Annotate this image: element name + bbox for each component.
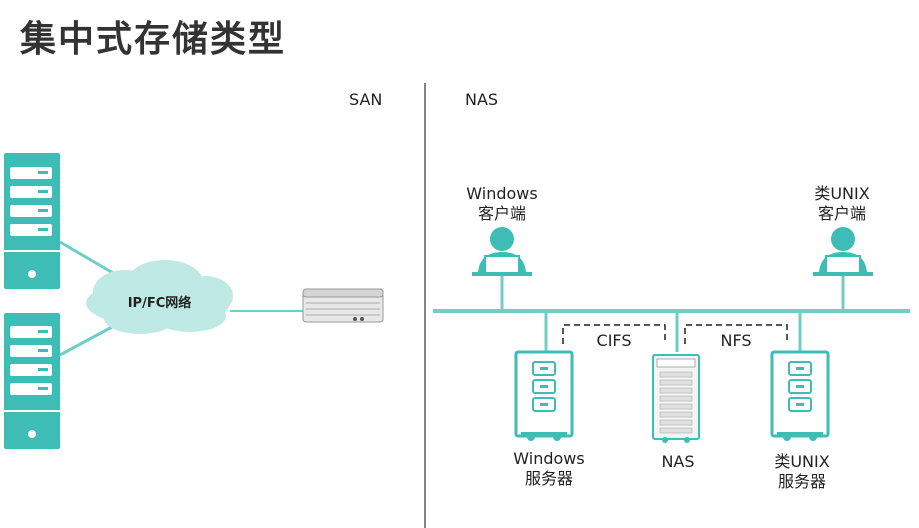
windows-client-user-icon bbox=[472, 227, 532, 276]
unix-server-label-line1: 类UNIX bbox=[774, 452, 830, 471]
nfs-label: NFS bbox=[720, 331, 752, 350]
nas-label: NAS bbox=[465, 90, 499, 109]
unix-client-label-line2: 客户端 bbox=[817, 204, 866, 223]
unix-client-user-icon bbox=[813, 227, 873, 276]
nas-device-icon bbox=[652, 354, 700, 443]
windows-server-icon bbox=[514, 350, 574, 441]
san-server-icon-2 bbox=[4, 313, 60, 449]
windows-client-label-line1: Windows bbox=[466, 184, 538, 203]
windows-client-label-line2: 客户端 bbox=[477, 204, 526, 223]
san-server-icon-1 bbox=[4, 153, 60, 289]
san-label: SAN bbox=[349, 90, 383, 109]
unix-server-label-line2: 服务器 bbox=[777, 472, 826, 491]
unix-client-label-line1: 类UNIX bbox=[814, 184, 870, 203]
network-cloud-label: IP/FC网络 bbox=[127, 296, 192, 311]
nfs-dashed-link bbox=[684, 324, 788, 344]
cifs-dashed-link bbox=[562, 324, 666, 344]
cifs-label: CIFS bbox=[596, 331, 632, 350]
unix-server-icon bbox=[770, 350, 830, 441]
windows-server-label-line2: 服务器 bbox=[524, 469, 573, 488]
nas-device-label: NAS bbox=[661, 452, 695, 471]
san-storage-array-icon bbox=[302, 288, 384, 323]
page-title: 集中式存储类型 bbox=[20, 19, 287, 60]
ip-fc-network-cloud-icon bbox=[86, 260, 233, 334]
windows-server-label-line1: Windows bbox=[513, 449, 585, 468]
